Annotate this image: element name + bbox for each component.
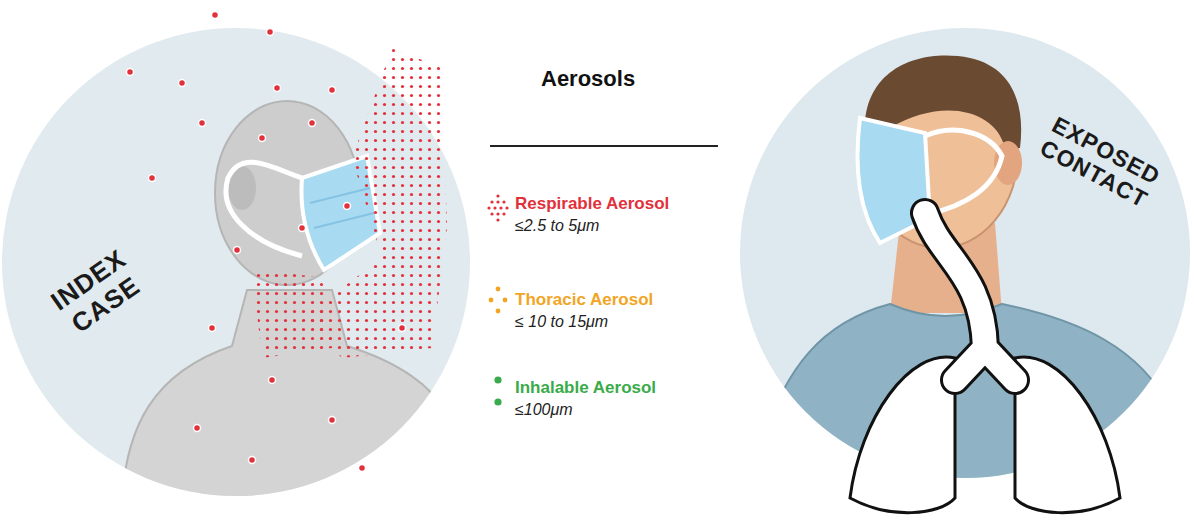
legend-text: Inhalable Aerosol <box>515 378 656 398</box>
legend-text: Thoracic Aerosol <box>515 290 653 310</box>
legend-swatch <box>486 372 510 406</box>
circle-caption: INDEX CASE <box>13 221 182 365</box>
index-case-figure <box>2 28 470 496</box>
circle-region: EXPOSED CONTACT <box>740 28 1190 478</box>
size-range-text: ≤ 10 to 15μm <box>515 313 608 331</box>
size-range-text: ≤2.5 to 5μm <box>515 217 599 235</box>
title-holder: Aerosols <box>541 66 635 92</box>
size-range: ≤100μm <box>515 401 573 419</box>
legend-entry: Respirable Aerosol <box>515 194 669 214</box>
circle-caption: EXPOSED CONTACT <box>1030 109 1170 217</box>
legend-swatch <box>486 283 510 317</box>
size-range: ≤ 10 to 15μm <box>515 313 608 331</box>
legend-text: Respirable Aerosol <box>515 194 669 214</box>
circle-region: INDEX CASE <box>2 28 470 496</box>
legend-entry: Thoracic Aerosol <box>515 290 653 310</box>
legend-entry: Inhalable Aerosol <box>515 378 656 398</box>
size-range: ≤2.5 to 5μm <box>515 217 599 235</box>
legend-swatch <box>486 190 510 224</box>
legend-heading: Aerosols <box>541 66 635 92</box>
size-range-text: ≤100μm <box>515 401 573 419</box>
exposed-contact-figure <box>740 28 1190 478</box>
